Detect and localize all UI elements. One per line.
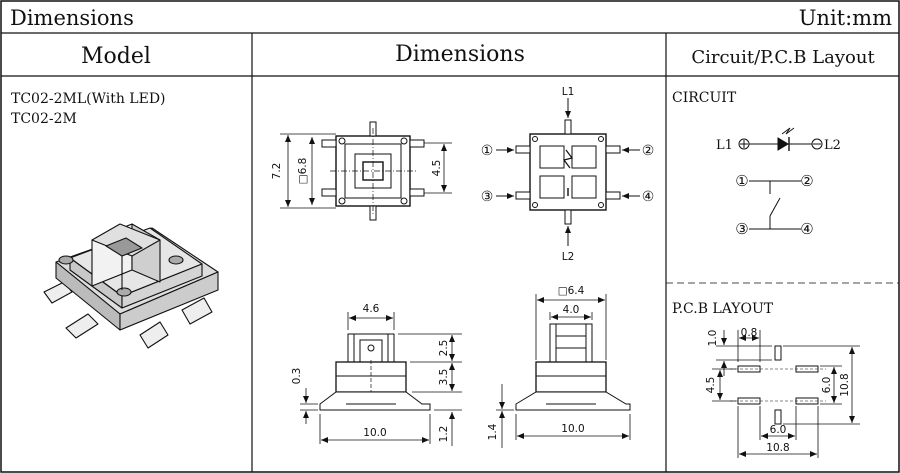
- header-title: Dimensions: [10, 6, 134, 30]
- side-right-base-label: 1.4: [487, 423, 499, 440]
- led-terminal-4: ④: [642, 189, 655, 205]
- led-view-drawing: [496, 98, 640, 246]
- led-terminal-2: ②: [642, 143, 655, 159]
- header-unit: Unit:mm: [799, 6, 892, 30]
- pcb-footprint: [730, 345, 826, 425]
- pcb-outer-h-label: 10.8: [766, 442, 789, 454]
- led-terminal-1: ①: [481, 143, 494, 159]
- side-left-cap-label: 4.6: [363, 303, 380, 315]
- side-left-base-label: 1.2: [438, 426, 450, 443]
- side-right-cap-label: 4.0: [563, 304, 580, 316]
- top-view-inner-label: □6.8: [297, 158, 309, 185]
- side-right-body-label: □6.4: [558, 285, 585, 297]
- circuit-terminal-1: ①: [735, 172, 748, 190]
- model-name-plain: TC02-2M: [11, 111, 77, 127]
- side-left-lower-label: 3.5: [438, 369, 450, 386]
- pcb-pad-width-label: 0.8: [741, 327, 758, 339]
- side-right-width-label: 10.0: [561, 423, 584, 435]
- led-l2-label: L2: [562, 251, 575, 263]
- circuit-l1-label: L1: [716, 138, 733, 153]
- side-view-left-drawing: [319, 333, 431, 411]
- circuit-terminal-4: ④: [800, 220, 813, 238]
- pcb-pitch-label: 4.5: [705, 377, 717, 394]
- pcb-section-label: P.C.B LAYOUT: [672, 301, 774, 317]
- top-view-pitch-label: 4.5: [431, 160, 443, 177]
- circuit-l2-label: L2: [824, 138, 841, 153]
- side-view-right-drawing: [515, 323, 631, 411]
- pcb-inner-h-label: 6.0: [770, 424, 787, 436]
- column-header-dimensions: Dimensions: [395, 42, 525, 67]
- side-left-upper-label: 2.5: [438, 340, 450, 357]
- circuit-section-label: CIRCUIT: [672, 90, 737, 106]
- switch-3d-illustration: [43, 223, 219, 349]
- pcb-dimensions: [712, 330, 860, 458]
- column-header-model: Model: [81, 44, 151, 69]
- column-header-layout: Circuit/P.C.B Layout: [691, 47, 875, 68]
- led-terminal-3: ③: [481, 189, 494, 205]
- side-view-left-dimensions: [300, 312, 462, 446]
- pcb-inner-v-label: 6.0: [821, 377, 833, 394]
- circuit-terminal-3: ③: [735, 220, 748, 238]
- circuit-schematic: [738, 127, 823, 230]
- side-left-offset-label: 0.3: [291, 368, 303, 385]
- led-l1-label: L1: [562, 86, 575, 98]
- top-view-height-label: 7.2: [271, 163, 283, 180]
- model-name-led: TC02-2ML(With LED): [11, 91, 166, 107]
- pcb-pad-height-label: 1.0: [707, 330, 719, 347]
- side-left-width-label: 10.0: [363, 427, 386, 439]
- top-view-dimensions: [280, 133, 452, 209]
- top-view-drawing: [321, 121, 425, 221]
- side-view-right-dimensions: [496, 294, 631, 448]
- pcb-outer-v-label: 10.8: [839, 373, 851, 396]
- circuit-terminal-2: ②: [800, 172, 813, 190]
